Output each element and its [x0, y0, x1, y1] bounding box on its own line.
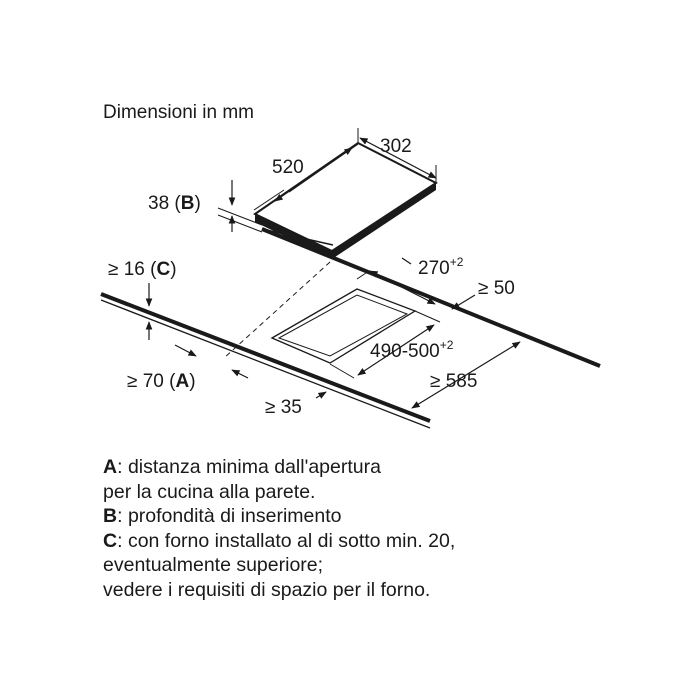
legend-text: distanza minima dall'apertura: [127, 456, 381, 478]
dim-label-70: ≥ 70 (A): [127, 371, 196, 392]
dim-label-585: ≥ 585: [430, 371, 477, 392]
dim-label-50: ≥ 50: [478, 278, 515, 299]
legend-text: con forno installato al di sotto min. 20…: [127, 529, 456, 552]
legend-key: B: [103, 505, 118, 527]
diagram-title: Dimensioni in mm: [103, 102, 254, 123]
dim-label-35: ≥ 35: [265, 397, 302, 418]
dim-label-270: 270+2: [418, 255, 464, 279]
legend-item-c: C: con forno installato al di sotto min.…: [103, 529, 456, 552]
dim-label-490-500: 490-500+2: [370, 338, 454, 362]
legend-item-b: B: profondità di inserimento: [103, 505, 342, 527]
dim-rear-50: ≥ 50: [401, 257, 515, 310]
legend-text-cont: eventualmente superiore;: [103, 554, 324, 576]
legend-key: C: [103, 529, 118, 552]
dim-front-35: ≥ 35: [265, 391, 327, 418]
legend-text-cont: vedere i requisiti di spazio per il forn…: [103, 578, 431, 601]
dim-depth-520: 520: [253, 128, 359, 211]
dim-min-gap-16: ≥ 16 (C): [108, 259, 177, 340]
dim-insertion-38: 38 (B): [148, 180, 263, 233]
legend: A: distanza minima dall'apertura per la …: [103, 455, 455, 602]
legend-item-a: A: distanza minima dall'apertura: [103, 456, 381, 478]
legend-text: profondità di inserimento: [127, 505, 342, 527]
dim-cutout-width-270: 270+2: [356, 255, 464, 305]
legend-key: A: [103, 456, 118, 478]
dim-label-38: 38 (B): [148, 193, 201, 214]
dim-width-302: 302: [359, 136, 437, 182]
dim-wall-70: ≥ 70 (A): [127, 344, 249, 392]
dim-label-16: ≥ 16 (C): [108, 259, 177, 280]
legend-text-cont: per la cucina alla parete.: [103, 480, 316, 503]
dim-label-302: 302: [380, 136, 412, 157]
dim-label-520: 520: [272, 157, 304, 178]
dim-counter-585: ≥ 585: [411, 341, 521, 409]
